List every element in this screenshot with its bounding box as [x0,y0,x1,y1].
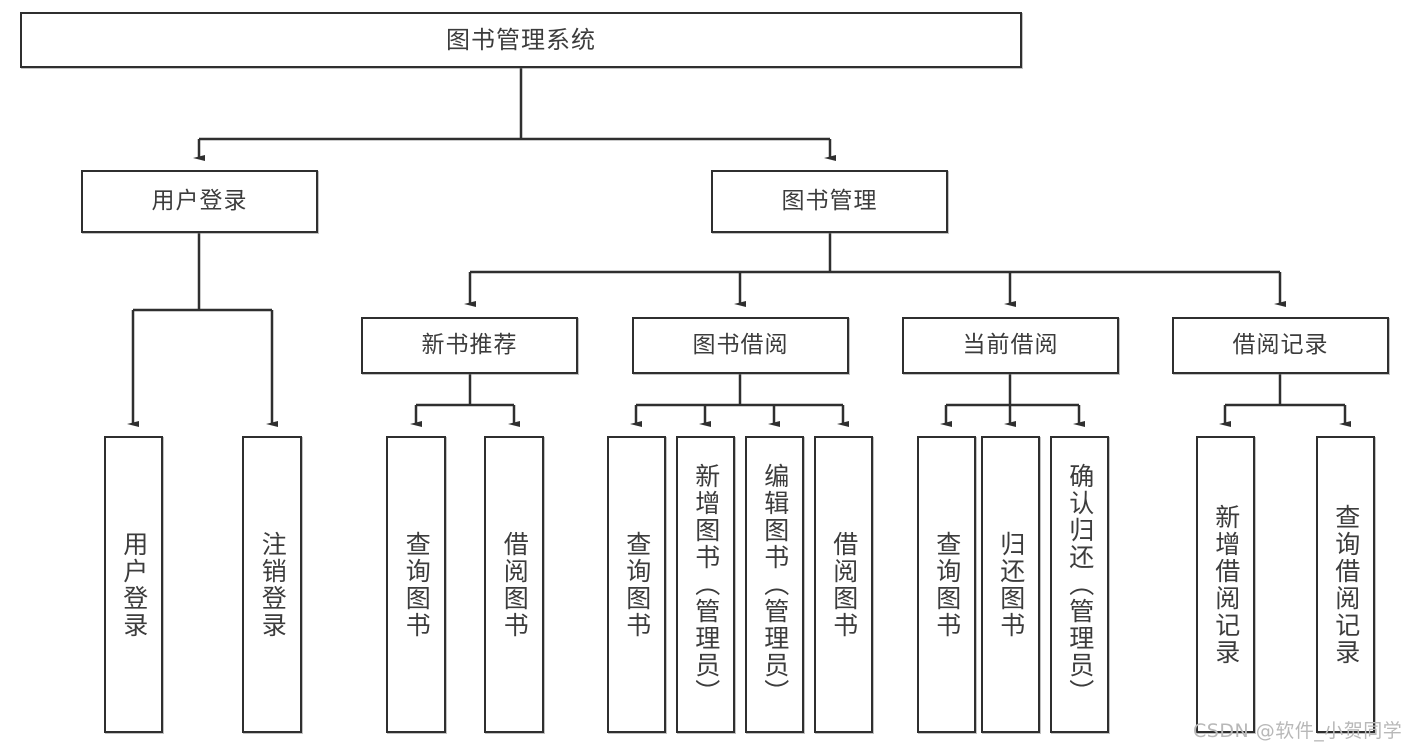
node-label: 注销登录 [258,530,288,639]
leaf-record-query-record[interactable]: 查询借阅记录 [1316,436,1375,733]
leaf-borrow-add-book-admin[interactable]: 新增图书（管理员） [676,436,735,733]
node-label: 用户登录 [119,530,149,639]
node-label: 查询图书 [402,530,432,639]
node-label: 借阅图书 [829,530,859,639]
leaf-newbook-query-book[interactable]: 查询图书 [386,436,446,733]
leaf-newbook-borrow-book[interactable]: 借阅图书 [484,436,544,733]
node-label: 借阅图书 [500,530,530,639]
leaf-borrow-query-book[interactable]: 查询图书 [607,436,666,733]
leaf-record-add-record[interactable]: 新增借阅记录 [1196,436,1255,733]
node-book-management[interactable]: 图书管理 [711,170,948,233]
leaf-current-return-book[interactable]: 归还图书 [981,436,1040,733]
node-user-login[interactable]: 用户登录 [81,170,318,233]
node-label: 新增借阅记录 [1211,503,1241,666]
csdn-watermark: CSDN @软件_小贺同学 [1193,720,1403,742]
node-label: 确认归还（管理员） [1065,463,1095,706]
node-label: 用户登录 [151,188,248,215]
node-label: 编辑图书（管理员） [760,463,790,706]
leaf-logout[interactable]: 注销登录 [242,436,302,733]
node-label: 归还图书 [996,530,1026,639]
node-label: 新书推荐 [421,332,518,359]
leaf-user-login[interactable]: 用户登录 [104,436,163,733]
node-label: 查询图书 [622,530,652,639]
node-borrow-record[interactable]: 借阅记录 [1172,317,1389,374]
node-label: 借阅记录 [1232,332,1329,359]
leaf-borrow-borrow-book[interactable]: 借阅图书 [814,436,873,733]
leaf-borrow-edit-book-admin[interactable]: 编辑图书（管理员） [745,436,804,733]
node-current-borrow[interactable]: 当前借阅 [902,317,1119,374]
node-label: 查询图书 [932,530,962,639]
node-label: 图书管理系统 [446,26,596,54]
node-label: 新增图书（管理员） [691,463,721,706]
node-label: 图书管理 [781,188,878,215]
leaf-current-query-book[interactable]: 查询图书 [917,436,976,733]
leaf-current-confirm-return-admin[interactable]: 确认归还（管理员） [1050,436,1109,733]
node-label: 当前借阅 [962,332,1059,359]
node-root-system[interactable]: 图书管理系统 [20,12,1022,68]
node-book-borrow[interactable]: 图书借阅 [632,317,849,374]
node-label: 图书借阅 [692,332,789,359]
node-new-book-recommend[interactable]: 新书推荐 [361,317,578,374]
node-label: 查询借阅记录 [1331,503,1361,666]
